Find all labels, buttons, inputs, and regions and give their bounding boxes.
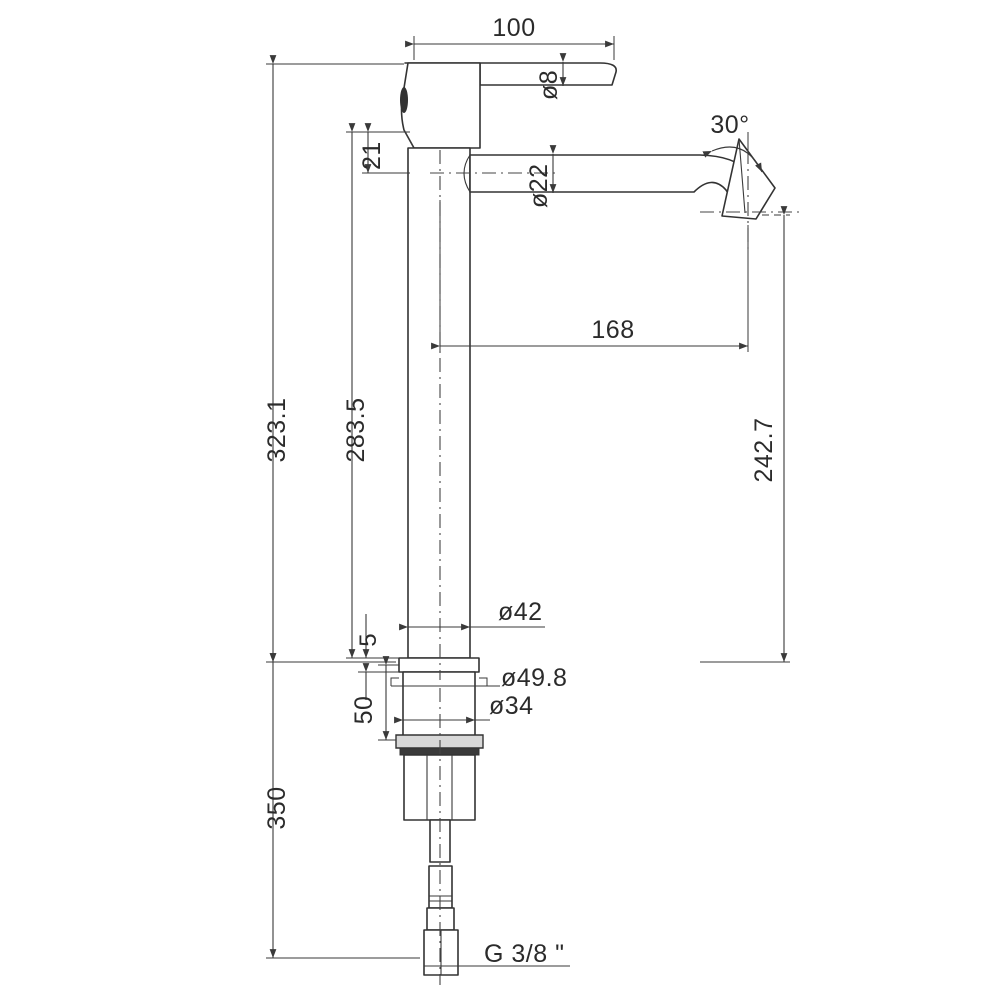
dimension-plate-thickness: 5	[355, 614, 399, 700]
dimension-hose-length: 350	[263, 653, 420, 959]
dimension-spout-angle: 30°	[702, 111, 763, 173]
hose-geometry	[426, 865, 455, 931]
thread-fitting-geometry	[423, 929, 459, 976]
label-handle-height: 21	[358, 141, 386, 170]
label-shank-dia: ø34	[489, 692, 534, 720]
label-spout-reach: 168	[591, 316, 634, 344]
label-thread-size: G 3/8 "	[484, 940, 564, 968]
handle-cap-geometry	[400, 62, 481, 149]
dimension-spout-reach: 168	[431, 200, 749, 352]
label-total-height: 323.1	[263, 397, 291, 462]
label-shank-length: 50	[350, 696, 378, 725]
spout-geometry	[463, 154, 763, 215]
label-body-height: 283.5	[342, 397, 370, 462]
label-thread-group: G 3/8 "	[424, 940, 570, 968]
label-body-dia: ø42	[498, 598, 543, 626]
dimension-shank-length: 50	[350, 656, 399, 741]
label-flange-dia: ø49.8	[501, 664, 567, 692]
dimension-body-height: 283.5	[342, 123, 408, 659]
label-top-width: 100	[492, 14, 535, 42]
body-column-geometry	[407, 147, 471, 659]
dimension-shank-dia: ø34	[394, 692, 534, 724]
dimension-top-width: 100	[405, 14, 615, 60]
dimension-lever-dia: ø8	[535, 53, 567, 100]
connector-stem-geometry	[429, 819, 451, 863]
label-spout-angle: 30°	[710, 111, 749, 139]
dimension-body-dia: ø42	[399, 598, 545, 631]
label-spout-dia: ø22	[525, 163, 553, 208]
dimension-handle-height: 21	[358, 123, 410, 174]
label-plate-thickness: 5	[355, 633, 382, 646]
dimension-spout-dia: ø22	[525, 145, 557, 208]
handle-pivot-dot	[400, 87, 408, 113]
label-spout-height: 242.7	[750, 417, 778, 482]
dimension-flange-dia: ø49.8	[390, 664, 567, 692]
label-lever-dia: ø8	[535, 70, 563, 100]
base-plate-geometry	[398, 657, 480, 741]
label-hose-length: 350	[263, 786, 291, 829]
dimension-total-height: 323.1	[263, 55, 404, 663]
dimension-spout-height: 242.7	[700, 206, 790, 663]
